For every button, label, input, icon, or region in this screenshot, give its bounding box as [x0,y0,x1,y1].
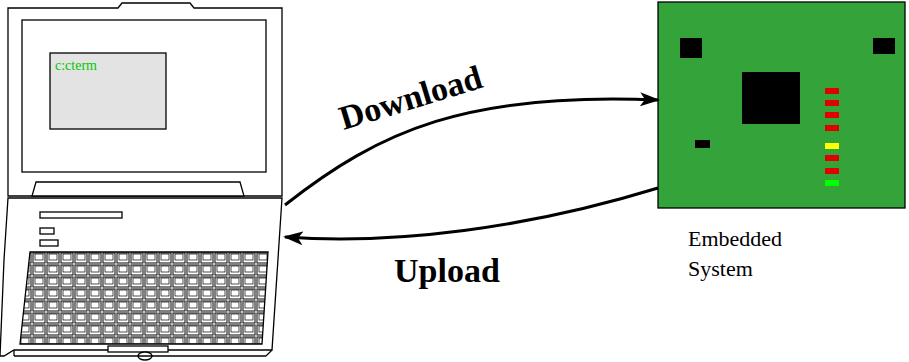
screen-text: c:cterm [55,58,97,74]
board-art [658,2,905,208]
edge-label: Upload [394,252,500,290]
embedded-board: Embedded System [658,2,905,208]
laptop: c:cterm [0,0,285,362]
laptop-art [0,3,282,360]
edge-label: Download [334,58,486,137]
board-caption: Embedded System [688,224,808,284]
connector-arrow [285,188,658,239]
